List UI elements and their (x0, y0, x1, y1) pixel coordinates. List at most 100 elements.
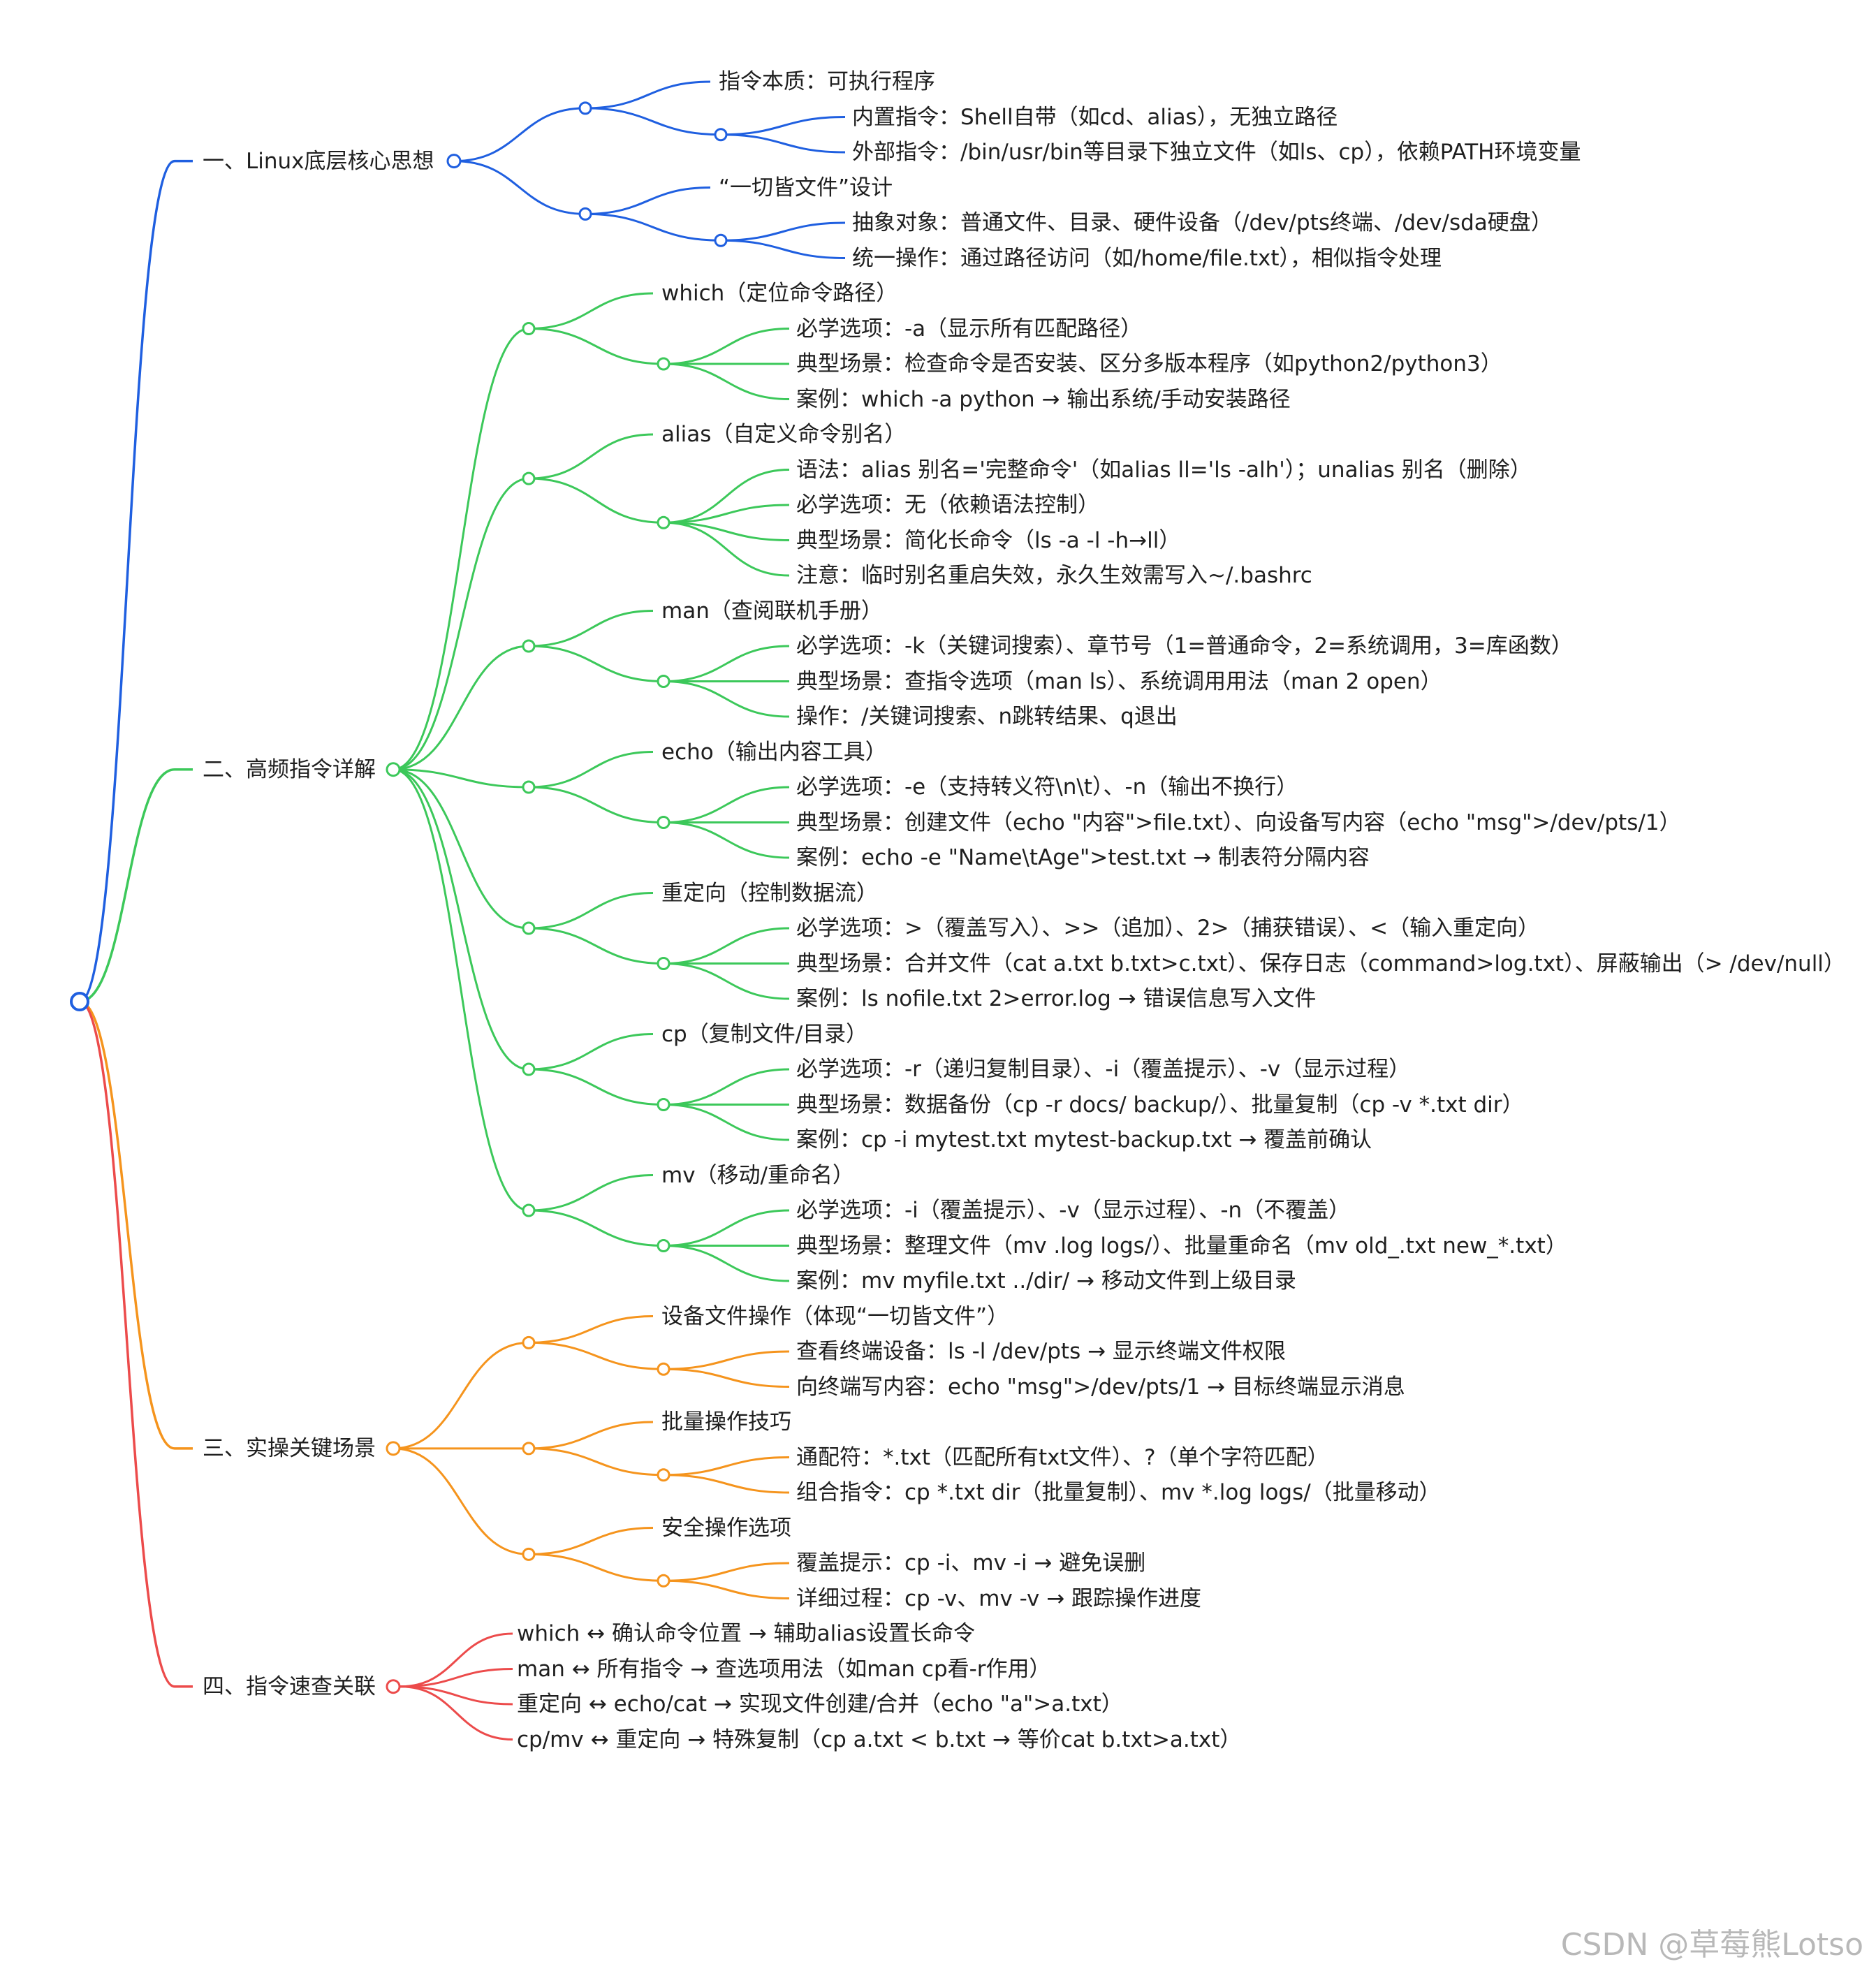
leaf-line (663, 1068, 790, 1106)
group-title: man（查阅联机手册） (661, 598, 883, 624)
leaf-line (720, 221, 846, 242)
group-title: “一切皆文件”设计 (719, 175, 893, 200)
group-node[interactable] (522, 1062, 536, 1076)
subgroup-node[interactable] (657, 1239, 670, 1252)
branch-line (528, 1174, 654, 1212)
group-title: mv（移动/重命名） (661, 1162, 854, 1188)
group-node[interactable] (522, 1442, 536, 1456)
leaf-label: 统一操作：通过路径访问（如/home/file.txt），相似指令处理 (852, 245, 1442, 271)
branch-line (528, 751, 654, 789)
group-title: 重定向（控制数据流） (661, 880, 878, 906)
branch-line (528, 1421, 654, 1450)
leaf-line (400, 1685, 513, 1706)
section-node[interactable] (386, 1679, 401, 1694)
group-node[interactable] (578, 101, 592, 115)
leaf-label: 典型场景：数据备份（cp -r docs/ backup/）、批量复制（cp -… (796, 1092, 1524, 1118)
leaf-line (720, 239, 846, 259)
leaf-label: 通配符：*.txt（匹配所有txt文件）、?（单个字符匹配） (796, 1444, 1329, 1470)
leaf-label: 必学选项：-i（覆盖提示）、-v（显示过程）、-n（不覆盖） (796, 1198, 1351, 1223)
section-node[interactable] (386, 762, 401, 777)
subgroup-node[interactable] (657, 1468, 670, 1482)
group-line (393, 477, 529, 771)
group-line (393, 645, 529, 771)
branch-line (585, 212, 721, 242)
section-node[interactable] (386, 1441, 401, 1456)
leaf-line (720, 116, 846, 136)
leaf-label: 典型场景：整理文件（mv .log logs/）、批量重命名（mv old_.t… (796, 1233, 1567, 1259)
leaf-line (663, 1562, 790, 1582)
leaf-line (400, 1668, 513, 1688)
subgroup-node[interactable] (657, 357, 670, 371)
leaf-label: 典型场景：简化长命令（ls -a -l -h→ll） (796, 527, 1181, 553)
branch-line (528, 645, 664, 682)
group-title: 设备文件操作（体现“一切皆文件”） (661, 1303, 1009, 1329)
group-title: which（定位命令路径） (661, 281, 898, 306)
branch-line (528, 786, 664, 823)
leaf-label: 必学选项：-a（显示所有匹配路径） (796, 316, 1143, 342)
subgroup-node[interactable] (657, 515, 670, 529)
leaf-line (663, 1368, 790, 1388)
section-line (79, 1000, 175, 1688)
group-node[interactable] (522, 639, 536, 653)
group-node[interactable] (522, 471, 536, 485)
leaf-line (663, 927, 790, 965)
leaf-line (720, 133, 846, 154)
leaf-line (663, 1579, 790, 1599)
group-node[interactable] (522, 1203, 536, 1217)
leaf-line (663, 821, 790, 859)
group-line (393, 768, 529, 1212)
group-line (453, 107, 586, 163)
section-node[interactable] (446, 154, 462, 169)
group-node[interactable] (522, 1335, 536, 1349)
group-title: 批量操作技巧 (661, 1409, 791, 1435)
leaf-label: 详细过程：cp -v、mv -v → 跟踪操作进度 (796, 1585, 1202, 1611)
branch-line (528, 1315, 654, 1344)
leaf-label: 典型场景：创建文件（echo "内容">file.txt）、向设备写内容（ech… (796, 809, 1681, 835)
group-line (393, 768, 529, 789)
branch-line (528, 1033, 654, 1071)
leaf-line (663, 521, 790, 577)
section-label: 一、Linux底层核心思想 (203, 148, 434, 174)
subgroup-node[interactable] (657, 1574, 670, 1588)
branch-line (528, 927, 664, 965)
leaf-label: 案例：which -a python → 输出系统/手动安装路径 (796, 386, 1291, 412)
root-node[interactable] (70, 992, 89, 1011)
leaf-line (663, 362, 790, 400)
leaf-label: 必学选项：-e（支持转义符\n\t）、-n（输出不换行） (796, 775, 1298, 800)
group-line (393, 1447, 529, 1555)
watermark: CSDN @草莓熊Lotso (1560, 1927, 1863, 1963)
branch-line (585, 107, 721, 136)
leaf-line (663, 1104, 790, 1141)
branch-line (528, 892, 654, 930)
subgroup-node[interactable] (657, 1098, 670, 1111)
leaf-line (400, 1632, 513, 1688)
subgroup-node[interactable] (657, 1362, 670, 1376)
relation-leaf: man ↔ 所有指令 → 查选项用法（如man cp看-r作用） (517, 1656, 1051, 1682)
branch-line (528, 610, 654, 647)
subgroup-node[interactable] (657, 675, 670, 688)
leaf-label: 案例：cp -i mytest.txt mytest-backup.txt → … (796, 1127, 1372, 1152)
group-title: 指令本质：可执行程序 (719, 69, 935, 94)
subgroup-node[interactable] (657, 816, 670, 829)
group-node[interactable] (522, 921, 536, 935)
group-node[interactable] (522, 322, 536, 335)
leaf-label: 必学选项：-k（关键词搜索）、章节号（1=普通命令，2=系统调用，3=库函数） (796, 633, 1573, 659)
group-line (393, 1341, 529, 1450)
branch-line (528, 1068, 664, 1106)
leaf-line (663, 504, 790, 524)
leaf-label: 覆盖提示：cp -i、mv -i → 避免误删 (796, 1551, 1146, 1576)
leaf-line (663, 962, 790, 1000)
subgroup-node[interactable] (714, 128, 728, 142)
branch-line (528, 292, 654, 330)
group-node[interactable] (578, 207, 592, 221)
subgroup-node[interactable] (657, 957, 670, 970)
section-label: 四、指令速查关联 (203, 1673, 376, 1699)
leaf-line (663, 786, 790, 823)
group-node[interactable] (522, 780, 536, 794)
group-node[interactable] (522, 1547, 536, 1561)
group-line (393, 768, 529, 1071)
leaf-label: 注意：临时别名重启失效，永久生效需写入~/.bashrc (796, 563, 1312, 588)
leaf-label: 案例：echo -e "Name\tAge">test.txt → 制表符分隔内… (796, 845, 1370, 870)
subgroup-node[interactable] (714, 233, 728, 247)
